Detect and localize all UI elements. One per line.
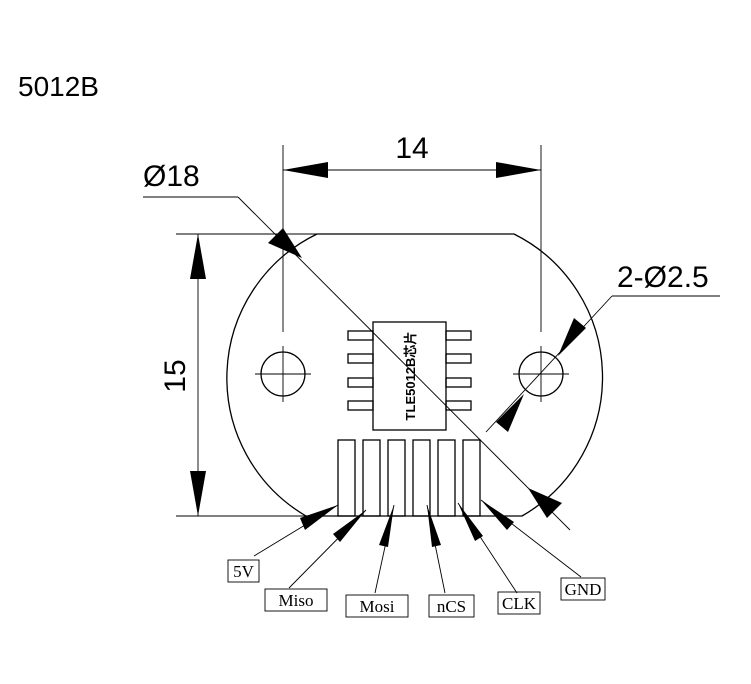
diameter-dimension-label: Ø18 [143, 160, 200, 193]
mounting-hole-left [255, 346, 311, 402]
arrow-head-icon [300, 505, 338, 530]
chip-label: TLE5012B芯片 [403, 332, 418, 421]
hole-dimension: 2-Ø2.5 [485, 261, 720, 433]
hole-dimension-label: 2-Ø2.5 [617, 261, 709, 294]
pin-leaders [253, 499, 582, 594]
chip-package: TLE5012B芯片 [347, 321, 472, 431]
svg-text:Mosi: Mosi [360, 597, 395, 616]
arrow-head-icon [427, 505, 441, 547]
arrow-head-icon [558, 318, 586, 356]
arrow-head-icon [496, 162, 541, 178]
svg-text:GND: GND [565, 580, 602, 599]
height-dimension-label: 15 [159, 359, 192, 392]
svg-text:Miso: Miso [279, 591, 314, 610]
pin-label-gnd: GND [560, 577, 606, 601]
arrow-head-icon [283, 162, 328, 178]
arrow-head-icon [496, 394, 524, 432]
pin-label-ncs: nCS [428, 594, 475, 618]
arrow-head-icon [333, 510, 366, 542]
arrow-head-icon [528, 488, 562, 518]
arrow-head-icon [379, 505, 394, 547]
svg-text:5V: 5V [233, 562, 255, 581]
arrow-head-icon [268, 228, 302, 258]
svg-text:CLK: CLK [502, 594, 537, 613]
pin-label-mosi: Mosi [345, 594, 409, 618]
connector-pins [337, 439, 481, 517]
diameter-dimension: Ø18 [143, 160, 571, 531]
width-dimension: 14 [282, 132, 542, 332]
svg-text:nCS: nCS [437, 597, 466, 616]
arrow-head-icon [458, 503, 483, 541]
pin-label-5v: 5V [227, 559, 260, 583]
arrow-head-icon [190, 234, 206, 279]
drawing-title: 5012B [18, 71, 99, 102]
mounting-hole-right [513, 346, 569, 402]
height-dimension: 15 [159, 233, 317, 517]
arrow-head-icon [190, 471, 206, 516]
width-dimension-label: 14 [395, 132, 428, 165]
pin-label-miso: Miso [264, 588, 328, 612]
board-outline [226, 233, 604, 517]
pin-label-clk: CLK [497, 591, 541, 615]
arrow-head-icon [481, 500, 514, 530]
